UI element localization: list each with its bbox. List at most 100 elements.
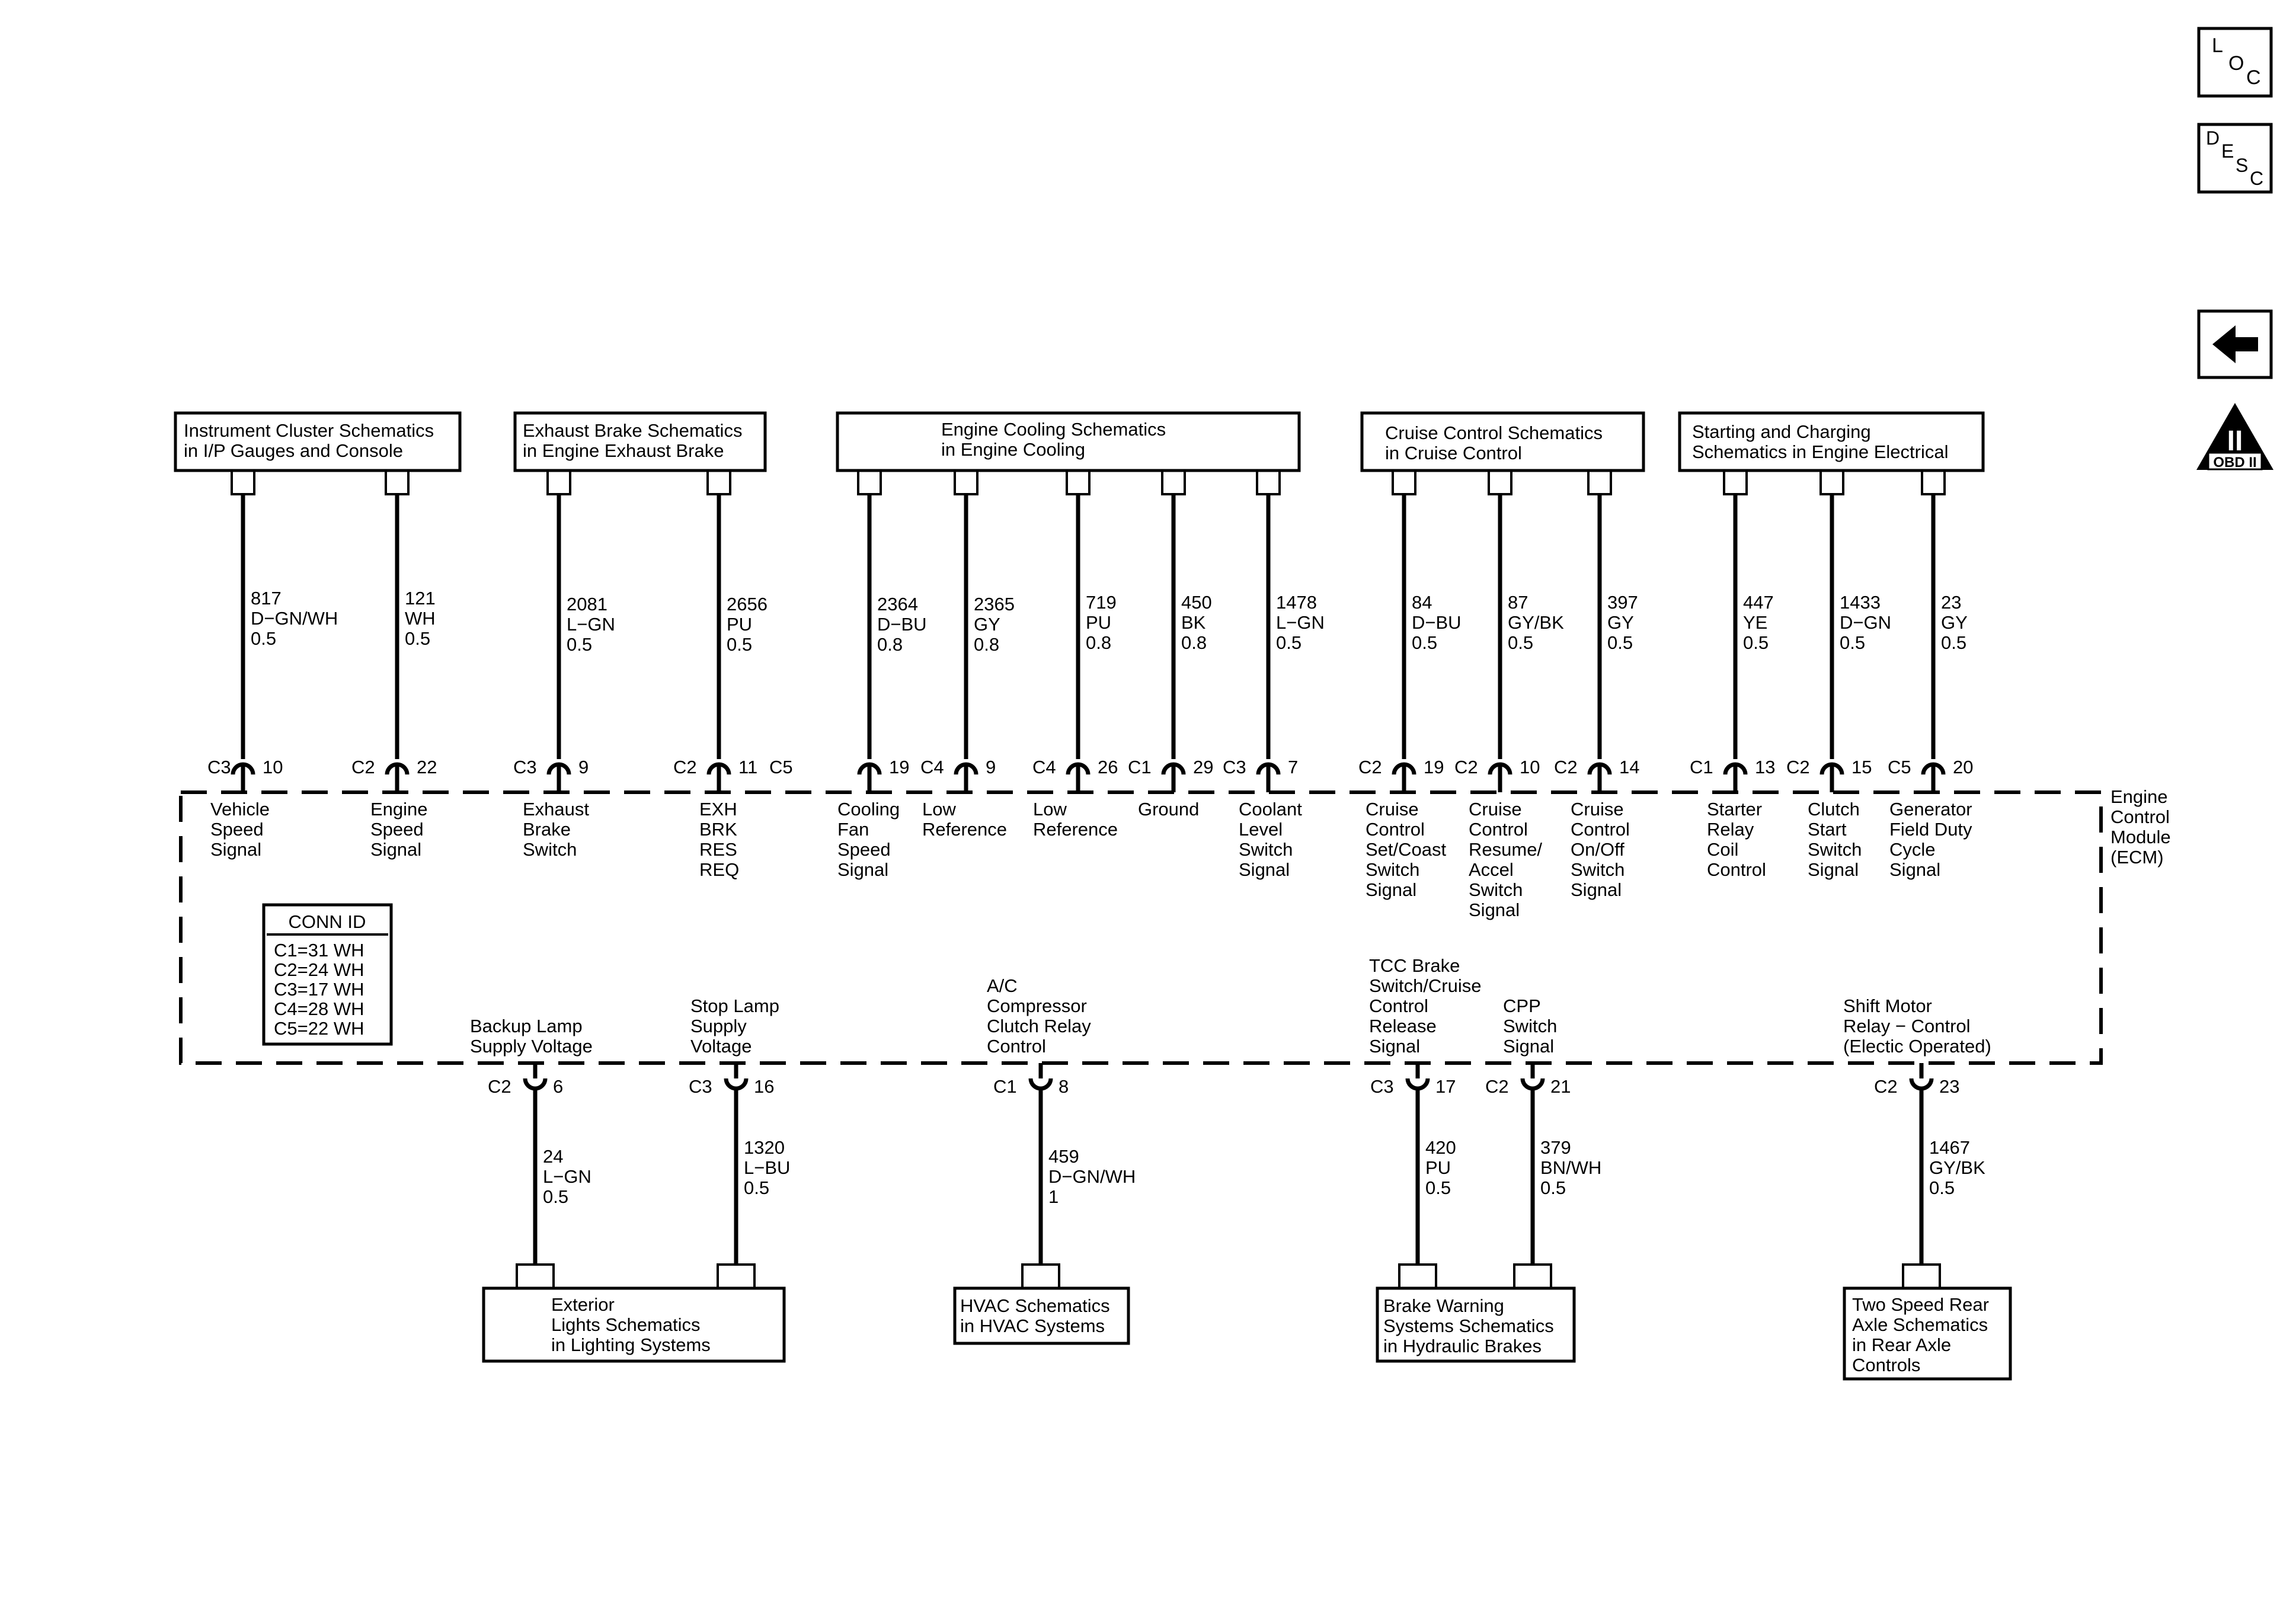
bottom-box-hvac[interactable]: HVAC Schematics in HVAC Systems xyxy=(953,1286,1130,1345)
svg-text:HVAC Schematics in HVAC: HVAC Schematics in HVAC Systems xyxy=(960,1295,1115,1336)
top-box-engine-cooling[interactable]: Engine Cooling Schematics in Engine Cool… xyxy=(836,411,1301,472)
svg-text:D: D xyxy=(2206,127,2220,149)
connector-label: C3 xyxy=(1223,757,1246,777)
svg-text:C: C xyxy=(2250,168,2263,189)
connector-label: C1 xyxy=(1690,757,1713,777)
pin-label: 8 xyxy=(1059,1076,1069,1097)
pin-label: 19 xyxy=(1424,757,1444,777)
svg-text:Engine Cooling Schematics: Engine Cooling Schematics in Engine Cool… xyxy=(941,419,1171,460)
bottom-box-exterior-lights[interactable]: Exterior Lights Schematics in Lighting S… xyxy=(482,1286,786,1363)
pin-label: 11 xyxy=(738,757,757,777)
connector-icon xyxy=(1520,1078,1545,1091)
desc-icon[interactable]: D E S C xyxy=(2197,123,2273,194)
connector-label: C4 xyxy=(1032,757,1056,777)
svg-text:L: L xyxy=(2212,34,2223,57)
pin-label: 7 xyxy=(1288,757,1298,777)
svg-text:Exterior Lights Schemati: Exterior Lights Schematics in Lighting S… xyxy=(551,1294,711,1355)
pin-label: 23 xyxy=(1939,1076,1959,1097)
connector-icon xyxy=(523,1078,548,1091)
pin-label: 6 xyxy=(553,1076,563,1097)
top-box-exhaust-brake[interactable]: Exhaust Brake Schematics in Engine Exhau… xyxy=(513,411,767,472)
connector-label: C2 xyxy=(1358,757,1382,777)
loc-icon[interactable]: L O C xyxy=(2197,27,2273,98)
connector-icon xyxy=(1909,1078,1934,1091)
pin-label: 16 xyxy=(754,1076,774,1097)
connector-label: C2 xyxy=(673,757,697,777)
pin-label: 13 xyxy=(1755,757,1775,777)
top-box-instrument-cluster[interactable]: Instrument Cluster Schematics in I/P Gau… xyxy=(174,411,462,472)
pin-label: 22 xyxy=(417,757,437,777)
svg-text:Instrument Cluster Schematics: Instrument Cluster Schematics in I/P Gau… xyxy=(184,420,439,461)
top-box-cruise-control[interactable]: Cruise Control Schematics in Cruise Cont… xyxy=(1360,411,1645,472)
svg-text:O: O xyxy=(2228,52,2244,75)
pin-label: 29 xyxy=(1193,757,1213,777)
connector-icon xyxy=(1405,1078,1430,1091)
connector-label: C3 xyxy=(1370,1076,1394,1097)
bottom-box-brake-warning[interactable]: Brake Warning Systems Schematics in Hydr… xyxy=(1376,1286,1576,1363)
ecm-boundary xyxy=(179,790,2103,1065)
svg-text:C: C xyxy=(2246,66,2261,89)
connector-label: C2 xyxy=(1786,757,1810,777)
signal-label: Ground xyxy=(1138,799,1199,820)
connector-label: C3 xyxy=(689,1076,712,1097)
connector-label: C1 xyxy=(993,1076,1017,1097)
conn-id-rows: C1=31 WH C2=24 WH C3=17 WH C4=28 WH C5=2… xyxy=(274,940,369,1039)
pin-label: 10 xyxy=(263,757,283,777)
connector-label: C2 xyxy=(351,757,375,777)
top-box-starting-charging[interactable]: Starting and Charging Schematics in Engi… xyxy=(1678,411,1985,472)
obd-ii-icon[interactable]: II OBD II xyxy=(2196,403,2273,470)
svg-text:OBD II: OBD II xyxy=(2213,454,2256,470)
bottom-box-two-speed-axle[interactable]: Two Speed Rear Axle Schematics in Rear A… xyxy=(1843,1286,2012,1381)
pin-label: 9 xyxy=(986,757,996,777)
svg-text:Brake Warning Systems Sc: Brake Warning Systems Schematics in Hydr… xyxy=(1383,1295,1559,1356)
pin-label: 17 xyxy=(1435,1076,1456,1097)
connector-label: C2 xyxy=(1554,757,1578,777)
svg-text:Exhaust Brake Schematics: Exhaust Brake Schematics in Engine Exhau… xyxy=(523,420,747,461)
connector-label: C1 xyxy=(1128,757,1152,777)
conn-id-title: CONN ID xyxy=(289,911,366,932)
pin-label: 19 xyxy=(889,757,909,777)
conn-id-table: CONN ID C1=31 WH C2=24 WH C3=17 WH C4=28… xyxy=(262,903,393,1046)
back-arrow-icon[interactable] xyxy=(2197,309,2273,379)
